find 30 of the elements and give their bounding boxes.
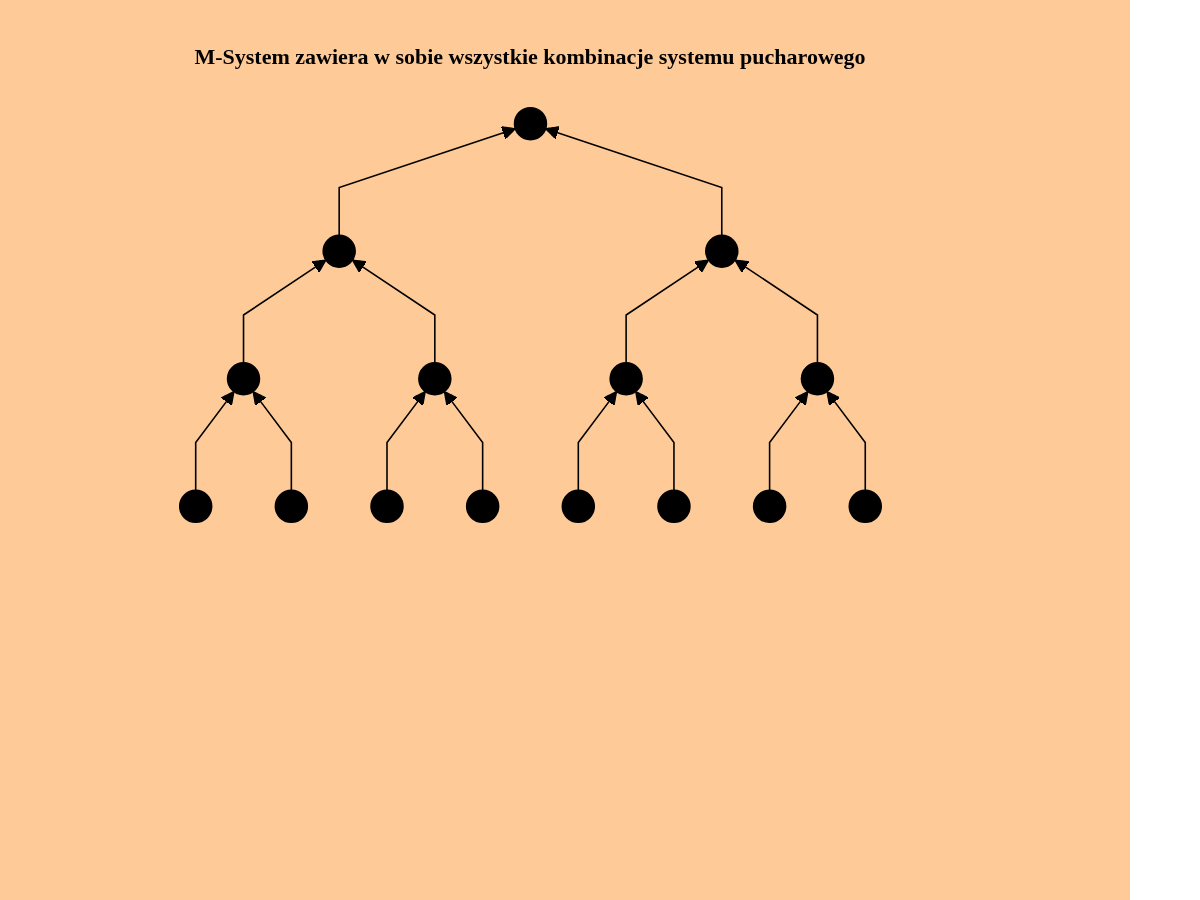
node-circle (417, 362, 452, 396)
arrow (443, 390, 483, 492)
node-circle (178, 489, 212, 524)
arrow (733, 259, 818, 364)
node-circle (226, 362, 260, 396)
node-circle (465, 489, 499, 524)
arrow (624, 259, 709, 364)
diagram-title: M-System zawiera w sobie wszystkie kombinacje systemu pucharowego (193, 44, 867, 70)
arrow (768, 390, 808, 492)
node-circle (656, 489, 691, 524)
arrow (194, 390, 235, 492)
arrow (577, 390, 617, 492)
node-circle (752, 489, 786, 524)
arrow (634, 390, 675, 492)
node-circle (274, 489, 308, 524)
arrow (251, 390, 292, 492)
arrow (242, 259, 327, 364)
node-circle (513, 106, 547, 141)
node-circle (800, 362, 834, 396)
arrow (385, 390, 426, 492)
arrow (544, 126, 723, 237)
node-circle (321, 234, 356, 268)
node-circle (848, 489, 882, 524)
node-circle (561, 489, 595, 524)
node-circle (704, 234, 739, 268)
arrow (825, 390, 866, 492)
node-circle (369, 489, 404, 524)
node-circle (608, 362, 643, 396)
arrow (351, 259, 436, 364)
arrow (337, 126, 516, 237)
